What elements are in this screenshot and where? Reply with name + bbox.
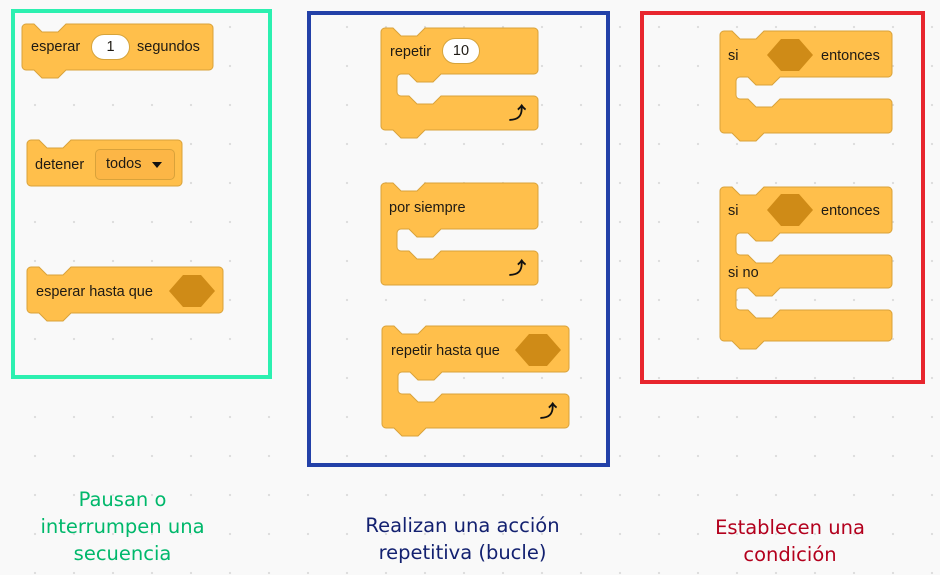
wait-seconds-input[interactable]: 1 — [91, 34, 130, 60]
repeat-label: repetir — [390, 44, 432, 60]
if-else-block-shape — [719, 186, 893, 350]
stop-block[interactable]: detener todos — [26, 139, 183, 188]
boolean-slot-icon[interactable] — [767, 194, 813, 226]
then-label: entonces — [821, 203, 880, 219]
repeat-block-shape — [380, 27, 539, 139]
if-else-block[interactable]: si entonces si no — [719, 186, 893, 352]
chevron-down-icon — [152, 162, 162, 168]
loop-arrow-icon: ⤴ — [540, 402, 557, 421]
if-label: si — [728, 48, 739, 64]
forever-block-shape — [380, 182, 539, 286]
wait-until-block-shape — [26, 266, 224, 322]
boolean-slot-icon[interactable] — [169, 275, 215, 307]
forever-block[interactable]: por siempre ⤴ — [380, 182, 539, 286]
group-box-pause — [11, 9, 272, 379]
caption-pause: Pausan o interrumpen una secuencia — [10, 486, 235, 567]
loop-arrow-icon: ⤴ — [509, 259, 526, 278]
caption-condition: Establecen una condición — [675, 514, 905, 568]
stop-option-value: todos — [106, 156, 142, 172]
caption-pause-line-1: Pausan o — [78, 488, 167, 511]
loop-arrow-icon: ⤴ — [509, 104, 526, 123]
caption-pause-line-3: secuencia — [73, 542, 172, 565]
wait-seconds-block[interactable]: esperar 1 segundos — [21, 23, 214, 79]
boolean-slot-icon[interactable] — [767, 39, 813, 71]
wait-label: esperar — [31, 39, 81, 55]
repeat-until-block[interactable]: repetir hasta que ⤴ — [381, 325, 570, 437]
repeat-until-label: repetir hasta que — [391, 343, 500, 359]
caption-condition-line-1: Establecen una — [715, 516, 865, 539]
if-then-block-shape — [719, 30, 893, 142]
caption-loop-line-2: repetitiva (bucle) — [378, 541, 547, 564]
caption-condition-line-2: condición — [743, 543, 837, 566]
else-label: si no — [728, 265, 759, 281]
caption-loop-line-1: Realizan una acción — [365, 514, 560, 537]
seconds-label: segundos — [137, 39, 200, 55]
if-then-block[interactable]: si entonces — [719, 30, 893, 142]
group-box-condition — [640, 11, 925, 384]
stop-label: detener — [35, 157, 85, 173]
caption-loop: Realizan una acción repetitiva (bucle) — [335, 512, 590, 566]
boolean-slot-icon[interactable] — [515, 334, 561, 366]
then-label: entonces — [821, 48, 880, 64]
repeat-block[interactable]: repetir 10 ⤴ — [380, 27, 539, 139]
stop-option-dropdown[interactable]: todos — [95, 149, 175, 180]
wait-until-block[interactable]: esperar hasta que — [26, 266, 224, 322]
wait-until-label: esperar hasta que — [36, 284, 153, 300]
repeat-count-input[interactable]: 10 — [442, 38, 480, 64]
if-label: si — [728, 203, 739, 219]
caption-pause-line-2: interrumpen una — [40, 515, 205, 538]
forever-label: por siempre — [389, 200, 466, 216]
group-box-loop — [307, 11, 610, 467]
